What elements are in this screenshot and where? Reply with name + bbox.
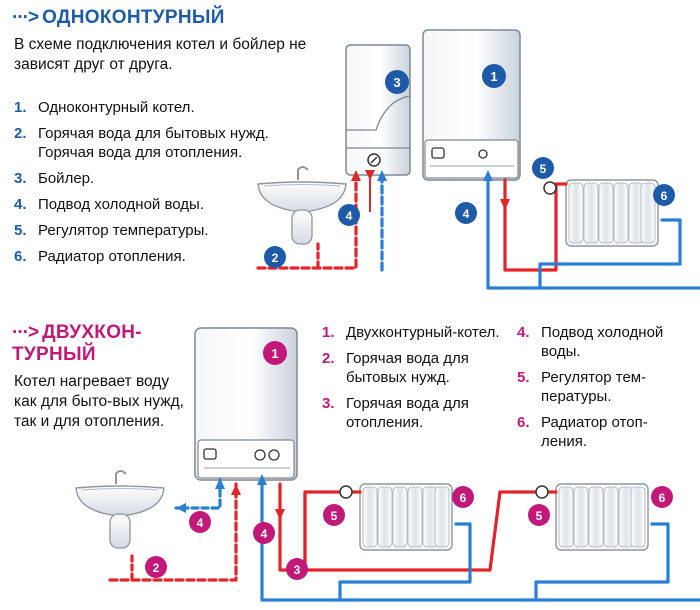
- section-title-double: ···>ДВУХКОН- ТУРНЫЙ: [12, 322, 142, 365]
- flow-arrows-single: [351, 170, 510, 212]
- legend-item: 5.Регулятор тем-пературы.: [517, 369, 647, 405]
- legend-single: 1.Одноконтурный котел. 2.Горячая вода дл…: [14, 98, 274, 273]
- flow-arrows-double: [176, 474, 285, 520]
- boiler-1: [422, 29, 521, 181]
- boiler-2: [194, 327, 298, 481]
- svg-text:5: 5: [536, 509, 543, 523]
- svg-text:2: 2: [153, 561, 160, 575]
- svg-text:3: 3: [393, 75, 400, 90]
- badge-regulator-5a-double: [323, 504, 345, 526]
- section-description-double: Котел нагревает воду как для быто-вых ну…: [14, 373, 184, 430]
- radiator-2a: [359, 483, 453, 551]
- svg-text:3: 3: [294, 563, 301, 577]
- section-description-single: В схеме подключения котел и бойлер не за…: [14, 36, 307, 73]
- sink-2: [75, 470, 165, 549]
- badge-cold-4a-double: [189, 511, 211, 533]
- badge-regulator-5: [532, 157, 554, 179]
- svg-text:4: 4: [197, 516, 204, 530]
- svg-text:6: 6: [460, 491, 467, 505]
- legend-item: 6.Радиатор отопления.: [14, 248, 186, 265]
- legend-double-col1: 1.Двухконтурный-котел. 2.Горячая вода дл…: [322, 323, 502, 439]
- badge-hot-2-double: [145, 556, 167, 578]
- radiator-2b: [555, 483, 649, 551]
- badge-cold-4b-double: [253, 522, 275, 544]
- badge-radiator-6b-double: [651, 486, 673, 508]
- legend-item: 6.Радиатор отоп-ления.: [517, 414, 648, 450]
- badge-tank-3: [385, 70, 409, 94]
- svg-text:6: 6: [661, 189, 668, 203]
- svg-text:1: 1: [490, 69, 497, 84]
- legend-item: 4.Подвод холодной воды.: [14, 196, 204, 213]
- badge-hot-2: [264, 246, 286, 268]
- badge-radiator-6a-double: [452, 486, 474, 508]
- badge-boiler-1-double: [263, 341, 287, 365]
- svg-text:4: 4: [346, 209, 353, 223]
- radiator-1: [565, 179, 659, 247]
- regulator-valve-1: [543, 181, 557, 195]
- dotted-arrow-icon: ···>: [12, 7, 39, 28]
- legend-item: 3.Бойлер.: [14, 170, 95, 187]
- svg-text:6: 6: [659, 491, 666, 505]
- badge-cold-4a: [338, 204, 360, 226]
- svg-text:1: 1: [271, 346, 278, 361]
- section-title-single: ···>ОДНОКОНТУРНЫЙ: [12, 7, 225, 29]
- title-text: ОДНОКОНТУРНЫЙ: [42, 7, 225, 28]
- badge-boiler-1: [482, 64, 506, 88]
- svg-text:2: 2: [272, 251, 279, 265]
- regulator-valve-2a: [339, 485, 353, 499]
- dotted-arrow-icon: ···>: [12, 322, 39, 343]
- legend-item: 2.Горячая вода для бытовых нужд.: [322, 350, 469, 386]
- badge-radiator-6: [653, 184, 675, 206]
- legend-item: 2.Горячая вода для бытовых нужд. Горячая…: [14, 125, 269, 161]
- tank-3: [345, 44, 411, 176]
- regulator-valve-2b: [535, 485, 549, 499]
- svg-text:4: 4: [463, 207, 470, 221]
- legend-item: 1.Двухконтурный-котел.: [322, 324, 500, 341]
- legend-double-col2: 4.Подвод холодной воды. 5.Регулятор тем-…: [517, 323, 687, 458]
- svg-text:5: 5: [331, 509, 338, 523]
- badge-regulator-5b-double: [528, 504, 550, 526]
- legend-item: 3.Горячая вода для отопления.: [322, 395, 469, 431]
- badge-heating-3-double: [286, 558, 308, 580]
- svg-text:5: 5: [540, 162, 547, 176]
- badge-cold-4b: [455, 202, 477, 224]
- svg-text:4: 4: [261, 527, 268, 541]
- legend-item: 5.Регулятор температуры.: [14, 222, 209, 239]
- legend-item: 4.Подвод холодной воды.: [517, 324, 664, 360]
- legend-item: 1.Одноконтурный котел.: [14, 99, 195, 116]
